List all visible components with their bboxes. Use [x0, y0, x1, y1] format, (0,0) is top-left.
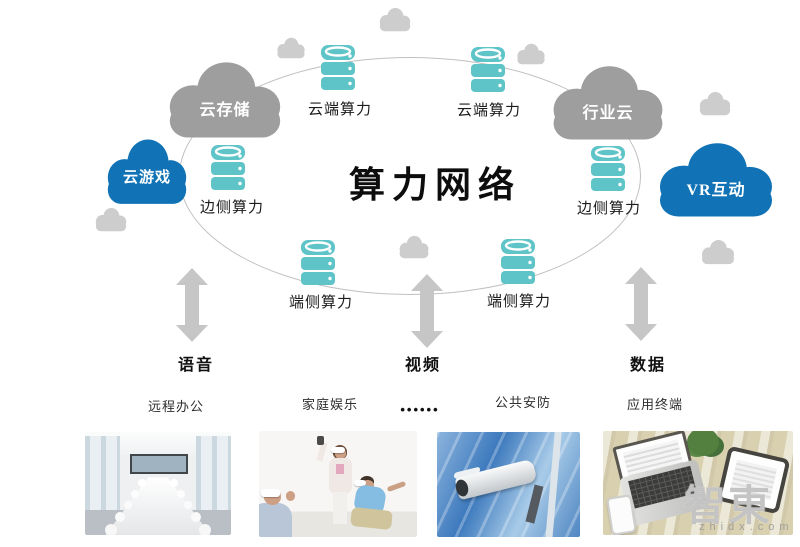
decorative-cloud-icon	[698, 238, 738, 265]
double-arrow-icon	[625, 267, 657, 341]
vr-interaction-label: VR互动	[686, 182, 746, 200]
photo-home-entertainment	[259, 431, 417, 537]
conference-table	[105, 477, 211, 535]
db-cloud-left	[319, 42, 357, 92]
db-end-left	[299, 237, 337, 287]
database-icon	[501, 239, 535, 284]
double-arrow-icon	[411, 274, 443, 348]
database-icon	[211, 145, 245, 190]
decorative-cloud-icon	[514, 42, 548, 65]
vr-player-right-legs	[349, 507, 393, 531]
db-edge-right	[589, 143, 627, 193]
db-cloud-left-label: 云端算力	[307, 102, 372, 118]
industry-cloud-label: 行业云	[582, 105, 634, 123]
vr-player-center-top	[336, 463, 345, 475]
flow-arrow-voice	[176, 268, 208, 342]
vr-player-center-body	[328, 457, 353, 494]
conference-ceiling	[85, 432, 231, 455]
cloud-icon	[660, 143, 772, 217]
vr-player-right-arm	[386, 480, 407, 493]
flow-label-data: 数据	[629, 357, 666, 374]
vr-player-left-fist	[285, 491, 296, 501]
db-end-right-label: 端侧算力	[486, 294, 551, 310]
flow-arrow-video	[411, 274, 443, 348]
ellipsis-dots: ••••••	[400, 402, 440, 417]
scene-label-remote-office: 远程办公	[147, 399, 204, 414]
vr-headset-icon	[330, 446, 346, 454]
cloud-storage: 云存储	[156, 56, 294, 140]
decorative-cloud-icon	[396, 234, 432, 259]
vr-interaction-cloud: VR互动	[646, 137, 786, 219]
conference-screen	[130, 453, 189, 475]
diagram-title: 算力网络	[348, 165, 521, 205]
cloud-gaming: 云游戏	[98, 134, 196, 206]
photo-app-terminal	[603, 431, 793, 535]
decorative-cloud-icon	[696, 90, 734, 116]
scene-label-public-security: 公共安防	[494, 395, 551, 410]
database-icon	[321, 45, 355, 90]
photo-public-security	[437, 432, 580, 537]
db-end-right	[499, 236, 537, 286]
watermark-domain: zhidx.com	[699, 521, 794, 533]
vr-player-center-head	[334, 447, 346, 459]
database-icon	[471, 47, 505, 92]
scene-label-home-entertainment: 家庭娱乐	[301, 397, 358, 412]
watermark-brand: 智東西	[684, 482, 773, 547]
conference-chairs-right	[170, 479, 179, 488]
conference-window-left	[85, 436, 121, 513]
conference-chairs-left	[137, 479, 146, 488]
photo-remote-office	[85, 432, 231, 535]
db-edge-left	[209, 142, 247, 192]
double-arrow-icon	[176, 268, 208, 342]
cloud-icon	[169, 62, 281, 138]
db-edge-right-label: 边侧算力	[576, 201, 641, 217]
vr-controller	[316, 436, 324, 445]
vr-player-center-legs	[333, 492, 348, 525]
decorative-cloud-icon	[376, 6, 414, 32]
vr-headset-icon	[260, 489, 280, 497]
db-end-left-label: 端侧算力	[288, 295, 353, 311]
decorative-cloud-icon	[274, 36, 308, 59]
db-cloud-right-label: 云端算力	[456, 103, 521, 119]
cloud-gaming-label: 云游戏	[122, 169, 171, 186]
db-cloud-right	[469, 44, 507, 94]
cloud-icon	[107, 139, 187, 204]
industry-cloud: 行业云	[540, 60, 676, 142]
conference-window-right	[195, 436, 231, 513]
scene-label-app-terminal: 应用终端	[626, 397, 683, 412]
plant-icon	[686, 431, 719, 456]
vr-headset-icon	[353, 479, 367, 487]
decorative-cloud-icon	[92, 206, 130, 232]
database-icon	[301, 240, 335, 285]
db-edge-left-label: 边侧算力	[199, 200, 264, 216]
database-icon	[591, 146, 625, 191]
cloud-storage-label: 云存储	[199, 102, 251, 120]
flow-arrow-data	[625, 267, 657, 341]
flow-label-voice: 语音	[177, 357, 214, 374]
flow-label-video: 视频	[404, 357, 441, 374]
cloud-icon	[553, 66, 663, 140]
vr-player-left-body	[259, 503, 293, 537]
